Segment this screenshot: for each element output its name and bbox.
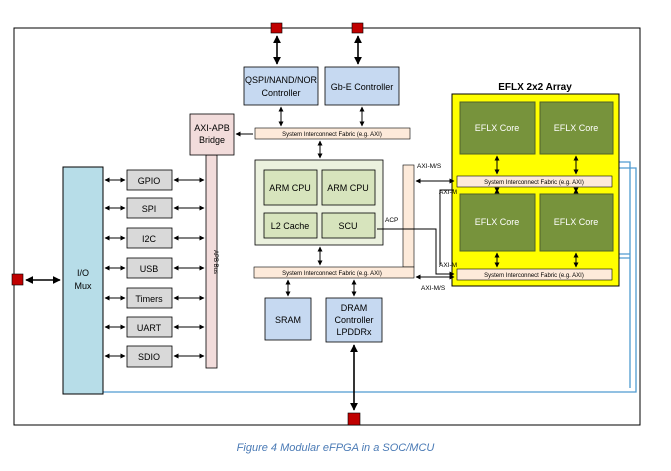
- acp-wire: [377, 228, 455, 277]
- peripheral-spi: [126, 197, 173, 219]
- peripheral-label: I2C: [142, 234, 157, 244]
- figure-caption: Figure 4 Modular eFPGA in a SOC/MCU: [236, 442, 435, 454]
- pin-gbe-top: [351, 22, 364, 34]
- peripheral-label: SPI: [142, 204, 157, 214]
- eflx-interconnect-top: [456, 175, 613, 188]
- peripheral-uart: [126, 316, 173, 338]
- axi-ms-top-label: AXI-M/S: [417, 163, 442, 170]
- dram-controller-label-2: Controller: [334, 315, 373, 325]
- io-mux: [62, 166, 104, 395]
- peripheral-label: Timers: [135, 294, 163, 304]
- interconnect-top-label: System Interconnect Fabric (e.g. AXI): [282, 132, 382, 138]
- eflx-interconnect-bottom-label: System Interconnect Fabric (e.g. AXI): [484, 273, 584, 279]
- eflx-interconnect-top-label: System Interconnect Fabric (e.g. AXI): [484, 180, 584, 186]
- dram-controller-label-1: DRAM: [341, 303, 368, 313]
- pin-qspi-top: [270, 22, 283, 34]
- peripheral-i2c: [126, 227, 173, 249]
- interconnect-bottom-label: System Interconnect Fabric (e.g. AXI): [282, 271, 382, 277]
- gbe-controller-label: Gb-E Controller: [331, 82, 394, 92]
- eflx-core-arrows: [494, 155, 579, 268]
- eflx-array-title: EFLX 2x2 Array: [498, 82, 572, 93]
- qspi-controller: [243, 66, 319, 106]
- mux-peripheral-arrows: [104, 177, 126, 359]
- eflx-core-label: EFLX Core: [554, 217, 599, 227]
- l2-cache: [263, 212, 318, 239]
- pin-dram-bottom: [347, 412, 361, 426]
- io-mux-label-1: I/O: [77, 268, 89, 278]
- peripheral-gpio: [126, 169, 173, 191]
- scu-label: SCU: [338, 221, 357, 231]
- axi-apb-bridge-label-2: Bridge: [199, 135, 225, 145]
- eflx-core: [459, 101, 536, 155]
- scu: [321, 212, 376, 239]
- qspi-controller-label-1: QSPI/NAND/NOR: [245, 75, 318, 85]
- axi-m-bottom-label: AXI-M: [439, 262, 457, 269]
- axi-apb-bridge: [189, 113, 235, 156]
- peripheral-timers: [126, 287, 173, 309]
- arm-cpu-1: [263, 169, 318, 206]
- apb-bus-label: APB Bus: [212, 250, 218, 274]
- peripheral-apb-arrows: [173, 177, 205, 359]
- axi-ms-bottom-label: AXI-M/S: [421, 285, 446, 292]
- peripheral-sdio: [126, 345, 173, 368]
- dram-controller: [325, 297, 383, 343]
- gbe-controller: [324, 66, 400, 106]
- eflx-core-label: EFLX Core: [554, 123, 599, 133]
- eflx-core-label: EFLX Core: [475, 123, 520, 133]
- peripheral-label: USB: [140, 264, 159, 274]
- sram-label: SRAM: [275, 315, 301, 325]
- eflx-core: [539, 193, 614, 252]
- axi-m-top-label: AXI-M: [439, 189, 457, 196]
- sram: [264, 297, 312, 341]
- pin-io-left: [11, 273, 24, 286]
- soc-boundary: [13, 27, 641, 426]
- dram-controller-label-3: LPDDRx: [336, 327, 372, 337]
- axi-m-top-wire: [439, 189, 454, 265]
- interconnect-vertical: [402, 164, 415, 268]
- l2-cache-label: L2 Cache: [271, 221, 310, 231]
- peripheral-label: SDIO: [138, 352, 160, 362]
- interconnect-bottom: [253, 266, 415, 279]
- eflx-core-label: EFLX Core: [475, 217, 520, 227]
- arm-cpu-2: [321, 169, 376, 206]
- axi-apb-bridge-label-1: AXI-APB: [194, 123, 230, 133]
- peripheral-usb: [126, 257, 173, 279]
- acp-label: ACP: [385, 217, 398, 224]
- qspi-controller-label-2: Controller: [261, 88, 300, 98]
- arm-cpu-2-label: ARM CPU: [327, 183, 369, 193]
- peripheral-label: GPIO: [138, 176, 161, 186]
- eflx-core: [459, 193, 536, 252]
- io-mux-label-2: Mux: [74, 281, 92, 291]
- arm-cpu-1-label: ARM CPU: [269, 183, 311, 193]
- peripheral-label: UART: [137, 323, 162, 333]
- peripheral-blocks: GPIO SPI I2C USB Timers UART SDIO: [126, 169, 173, 368]
- eflx-interconnect-bottom: [456, 268, 613, 281]
- interconnect-top: [254, 127, 411, 140]
- eflx-core: [539, 101, 614, 155]
